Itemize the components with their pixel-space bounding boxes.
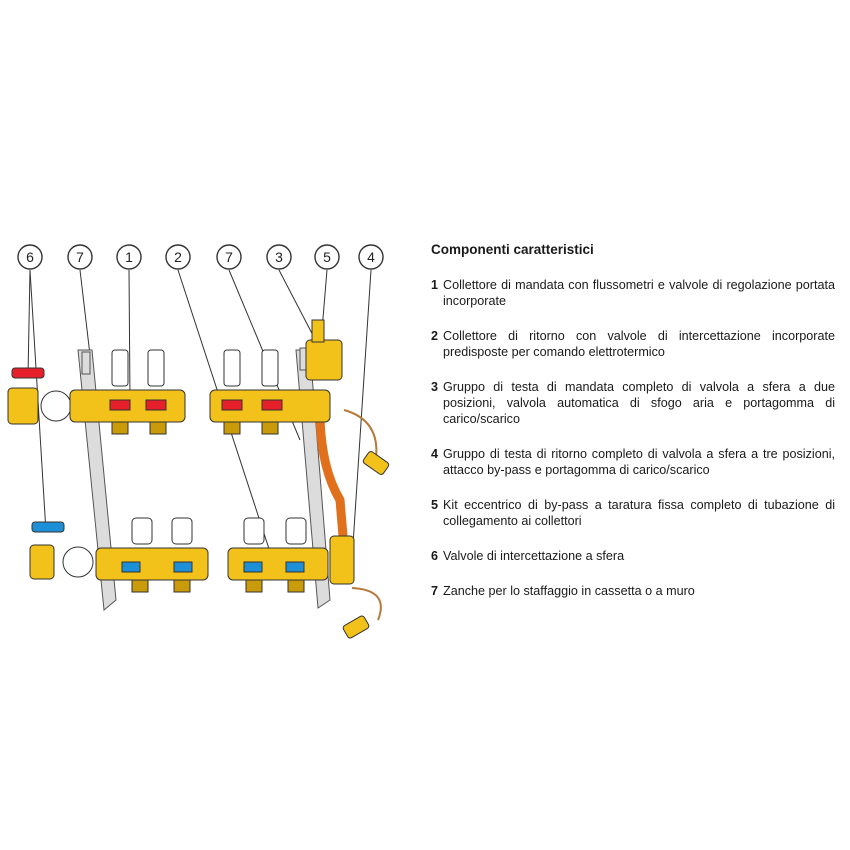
legend-item: 6 Valvole di intercettazione a sfera	[431, 548, 835, 564]
legend-item-number: 3	[431, 380, 439, 394]
callout-circles	[17, 244, 384, 270]
legend-item: 4 Gruppo di testa di ritorno completo di…	[431, 446, 835, 478]
manifold-illustration: 6 7 1 2 7 3 5 4	[7, 244, 390, 639]
legend-item-text: Zanche per lo staffaggio in cassetta o a…	[443, 584, 695, 598]
legend-item-number: 4	[431, 447, 439, 461]
return-manifold	[29, 517, 355, 593]
legend-item: 2 Collettore di ritorno con valvole di i…	[431, 328, 835, 360]
legend-item-number: 7	[431, 584, 439, 598]
legend-item-text: Gruppo di testa di ritorno completo di v…	[443, 447, 835, 477]
legend-item: 5 Kit eccentrico di by-pass a taratura f…	[431, 497, 835, 529]
callout-3: 3	[275, 249, 283, 265]
callout-7: 7	[76, 249, 84, 265]
callout-7b: 7	[225, 249, 233, 265]
supply-manifold	[7, 349, 331, 435]
legend-item-number: 6	[431, 549, 439, 563]
legend-item-text: Collettore di mandata con flussometri e …	[443, 278, 835, 308]
legend-item-text: Valvole di intercettazione a sfera	[443, 549, 625, 563]
legend-item-number: 1	[431, 278, 439, 292]
legend-item-number: 2	[431, 329, 439, 343]
legend-item-text: Kit eccentrico di by-pass a taratura fis…	[443, 498, 835, 528]
legend-item: 7 Zanche per lo staffaggio in cassetta o…	[431, 583, 835, 599]
callout-4: 4	[367, 249, 375, 265]
legend-item-text: Gruppo di testa di mandata completo di v…	[443, 380, 835, 426]
callout-5: 5	[323, 249, 331, 265]
legend-item: 1 Collettore di mandata con flussometri …	[431, 277, 835, 309]
legend-item-text: Collettore di ritorno con valvole di int…	[443, 329, 835, 359]
callout-6: 6	[26, 249, 34, 265]
bypass-pipe	[305, 319, 349, 549]
drain-fittings	[342, 409, 390, 639]
legend-title: Componenti caratteristici	[431, 242, 594, 257]
legend: Componenti caratteristici 1 Collettore d…	[431, 242, 835, 618]
callout-numbers: 6 7 1 2 7 3 5 4	[26, 249, 375, 265]
callout-2: 2	[174, 249, 182, 265]
legend-item: 3 Gruppo di testa di mandata completo di…	[431, 379, 835, 427]
legend-item-number: 5	[431, 498, 439, 512]
callout-1: 1	[125, 249, 133, 265]
